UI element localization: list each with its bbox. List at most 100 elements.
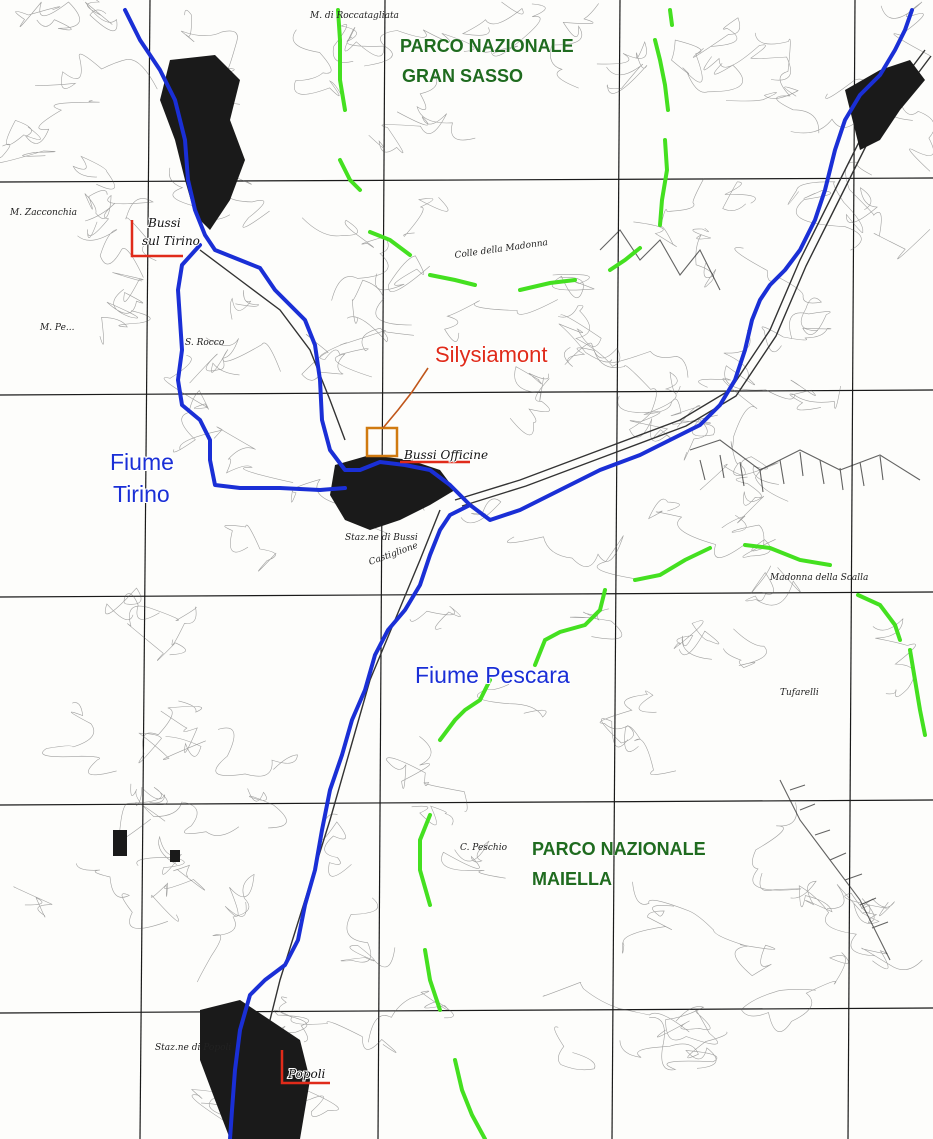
park-boundary-segment — [533, 588, 607, 667]
contour-line — [409, 605, 461, 630]
settlements — [113, 55, 925, 1139]
place-stazione-popoli: Staz.ne di Popoli — [155, 1043, 231, 1053]
contour-line — [509, 378, 550, 436]
ridge-hachures — [599, 229, 921, 961]
contour-line — [643, 371, 701, 428]
contour-line — [740, 952, 849, 1032]
park-boundary-segment — [856, 593, 902, 642]
contour-line — [340, 897, 396, 968]
park-boundary-segment — [908, 648, 927, 737]
contour-line — [482, 3, 546, 57]
peak-roccatagliata: M. di Roccatagliata — [309, 11, 399, 21]
contour-line — [411, 805, 454, 826]
place-zacconchia: M. Zacconchia — [9, 208, 77, 218]
contour-line — [721, 476, 765, 529]
contour-line — [558, 314, 689, 378]
town-bussi-line2: sul Tirino — [142, 234, 200, 248]
park-maiella-line1: PARCO NAZIONALE — [532, 839, 706, 859]
contour-line — [476, 684, 547, 718]
contour-line — [332, 24, 385, 63]
contour-line — [247, 788, 287, 829]
contour-line — [416, 74, 476, 141]
contour-line — [444, 299, 558, 342]
contour-line — [827, 884, 880, 924]
place-stazione-bussi: Staz.ne di Bussi — [345, 533, 418, 543]
park-boundary-segment — [368, 230, 412, 257]
contour-line — [656, 1006, 718, 1045]
contour-line — [542, 982, 690, 1033]
contour-line — [619, 1031, 728, 1059]
park-gran-sasso-line2: GRAN SASSO — [402, 66, 523, 86]
contour-line — [385, 736, 468, 812]
contour-line — [301, 333, 372, 381]
contour-line — [554, 1026, 596, 1071]
town-bussi-officine: Bussi Officine — [403, 448, 488, 462]
contour-line — [564, 347, 657, 438]
contour-line — [99, 310, 151, 345]
rivers — [123, 8, 914, 1139]
contour-line — [150, 864, 205, 922]
contour-line — [507, 535, 634, 579]
contour-line — [692, 17, 741, 58]
park-boundary-segment — [453, 1058, 487, 1139]
contour-line — [85, 202, 116, 238]
park-boundary-segment — [743, 543, 832, 567]
contour-line — [558, 305, 621, 367]
contour-line — [230, 290, 259, 320]
building-cluster — [113, 830, 127, 856]
contour-line — [880, 1, 931, 56]
contour-line — [725, 86, 799, 102]
building-small — [170, 850, 180, 862]
contour-line — [752, 802, 801, 891]
marker-bussi — [130, 220, 183, 258]
place-rocca: S. Rocco — [185, 338, 225, 348]
settlement-bussi-officine — [330, 455, 455, 530]
park-boundary-segment — [336, 8, 347, 112]
contour-line — [789, 379, 821, 411]
settlement-popoli — [200, 1000, 310, 1139]
contour-line — [673, 620, 720, 660]
contour-line — [787, 181, 878, 233]
contour-line — [351, 279, 412, 326]
place-scalla: Madonna della Scalla — [769, 573, 868, 583]
contour-line — [13, 886, 53, 918]
contour-line — [375, 255, 430, 292]
contour-line — [754, 32, 820, 134]
contour-line — [441, 840, 506, 879]
contour-line — [224, 524, 277, 572]
park-boundary-segment — [658, 138, 670, 227]
park-boundary-segment — [418, 813, 432, 907]
contour-line — [599, 690, 657, 748]
town-popoli: Popoli — [287, 1067, 326, 1081]
contour-line — [0, 143, 56, 163]
contour-line — [292, 29, 346, 104]
park-boundary-segment — [428, 273, 477, 287]
river-pescara-label: Fiume Pescara — [415, 662, 570, 688]
contour-line — [699, 456, 780, 491]
site-label: Silysiamont — [435, 342, 547, 367]
place-mont-pe: M. Pe... — [39, 323, 75, 333]
location-markers — [130, 220, 470, 1085]
contour-line — [15, 1, 80, 31]
contour-line — [6, 100, 100, 146]
river-tirino-label-line1: Fiume — [110, 449, 174, 475]
settlement-north-east — [845, 60, 925, 150]
contour-line — [364, 29, 475, 67]
contour-line — [274, 1009, 397, 1053]
contour-line — [163, 355, 209, 453]
park-boundary-segment — [423, 948, 442, 1012]
contour-line — [215, 727, 298, 777]
settlement-bussi — [160, 55, 245, 230]
contour-line — [551, 274, 595, 299]
contour-line — [77, 229, 144, 278]
contour-line — [703, 44, 791, 81]
contour-line — [461, 1, 524, 36]
contour-line — [179, 426, 294, 483]
contour-line — [514, 366, 550, 402]
river-tirino-branch — [176, 243, 347, 492]
park-boundary-segment — [338, 158, 362, 192]
contour-line — [734, 247, 822, 331]
contour-line — [319, 316, 414, 360]
